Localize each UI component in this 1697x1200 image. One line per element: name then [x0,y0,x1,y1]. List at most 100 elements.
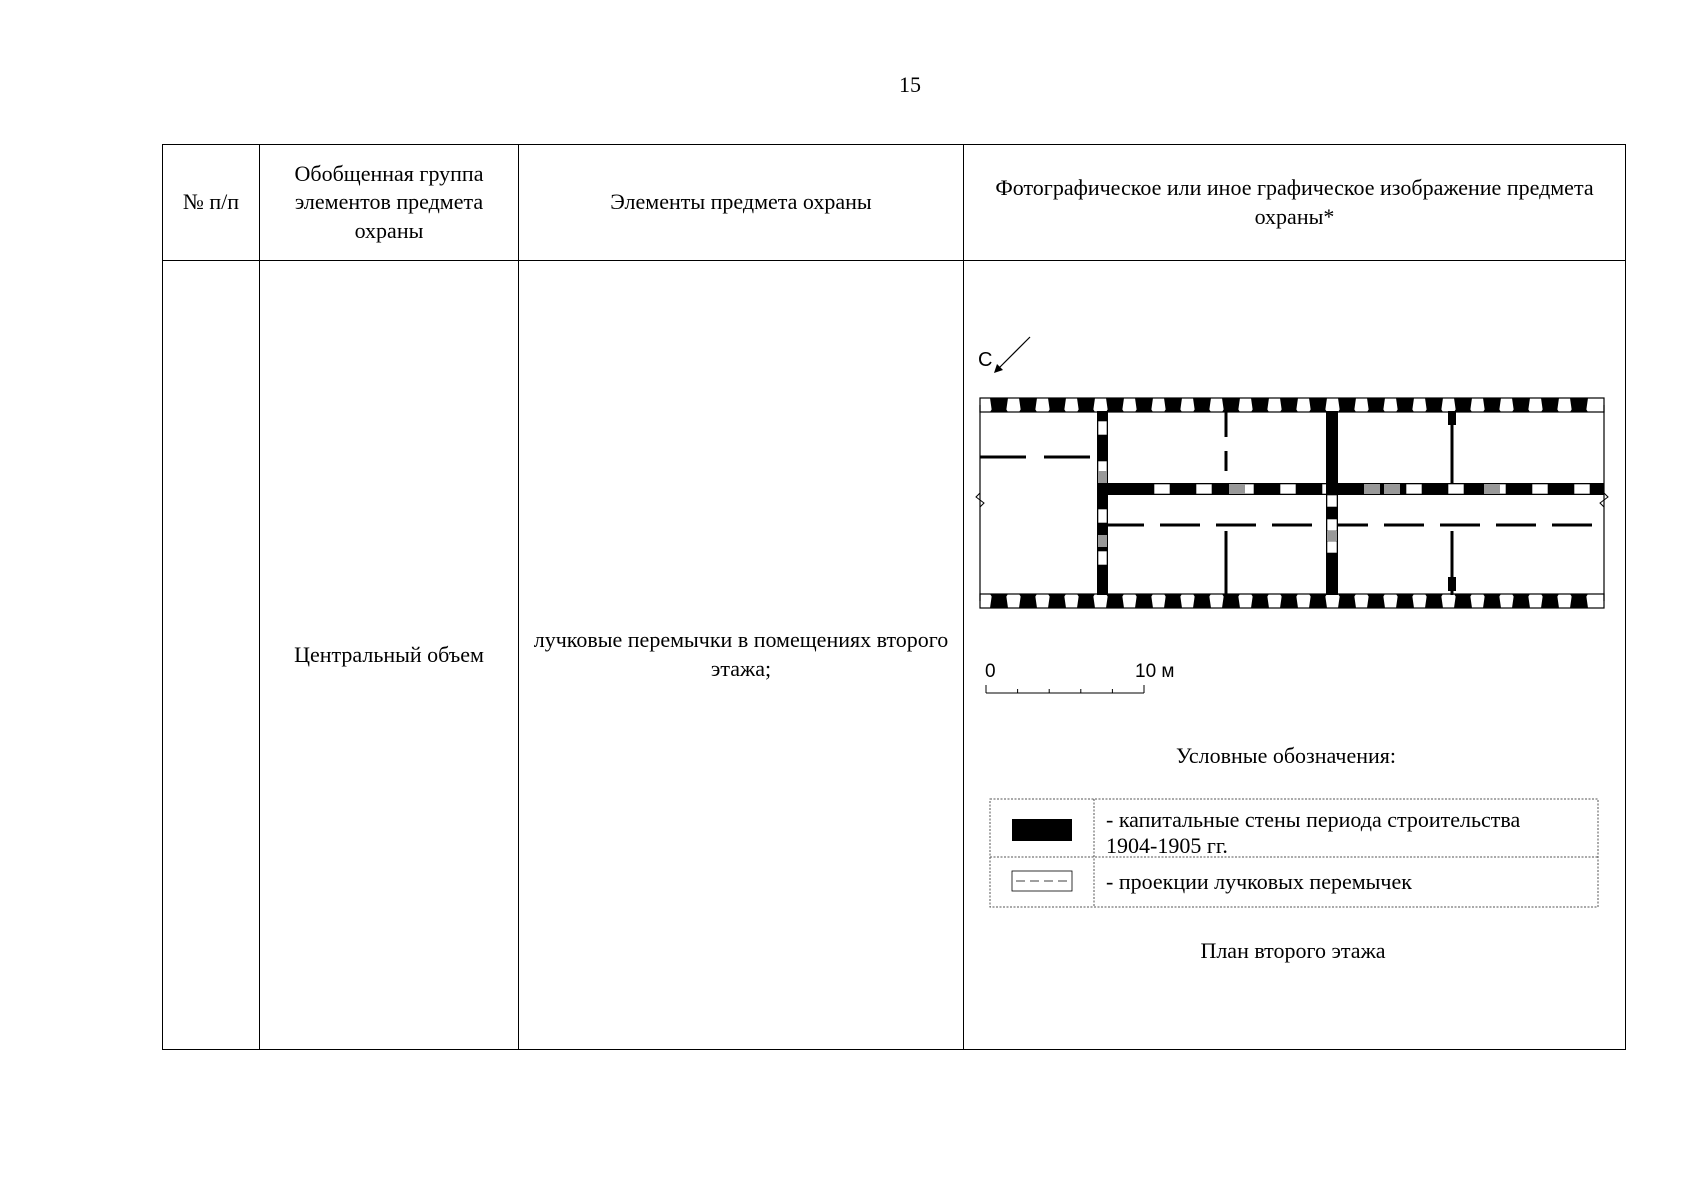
lintel-projection [1326,494,1338,508]
wall-pier [1338,409,1356,412]
wall-hatch [1098,535,1107,547]
wall-pier [1019,398,1037,412]
cell-group: Центральный объем [259,260,519,1050]
table-header-row: № п/п Обобщенная группа элементов предме… [162,144,1626,261]
lintel-projection [1097,420,1108,436]
wall-pier [1454,409,1472,412]
wall-hatch [1098,471,1107,483]
wall-pier [1541,398,1559,412]
north-arrow-icon [994,336,1031,373]
scale-zero-label: 0 [985,661,996,682]
wall-pier [1193,594,1211,608]
wall-pier [1541,594,1559,608]
wall-pier [1135,398,1153,412]
legend-item-1-line2: 1904-1905 гг. [1106,833,1228,858]
lintel-projection [1326,518,1338,532]
wall-pier [1048,409,1066,412]
wall-pier [1280,398,1298,412]
wall-pier [1425,594,1443,608]
header-number: № п/п [162,144,260,261]
wall-pier [1483,409,1501,412]
capital-wall [1102,483,1604,495]
wall-pier [1222,594,1240,608]
wall-pier [1280,594,1298,608]
north-label: С [978,349,992,371]
wall-pier [1512,398,1530,412]
plan-caption: План второго этажа [1200,938,1385,963]
break-mark-west [975,492,985,508]
wall-pier [1019,409,1037,412]
wall-pier [990,409,1008,412]
page-number: 15 [899,72,921,97]
wall-pier [1396,409,1414,412]
legend-table: - капитальные стены периода строительств… [989,798,1599,908]
wall-pier [1048,594,1066,608]
cell-plan-image: С 0 10 м Условные обозначения: [963,260,1626,1050]
header-elements: Элементы предмета охраны [518,144,964,261]
wall-pier [1251,409,1269,412]
lintel-projection [1405,483,1423,495]
lintel-projection [1195,483,1213,495]
wall-pier [1309,398,1327,412]
wall-pier [1570,398,1588,412]
wall-pier [1106,409,1124,412]
table-row: Центральный объем лучковые перемычки в п… [162,260,1626,1050]
wall-hatch [1364,484,1380,494]
partition-wall [1448,411,1456,425]
cell-number [162,260,260,1050]
wall-hatch [1229,484,1245,494]
wall-pier [1135,594,1153,608]
wall-pier [1570,594,1588,608]
legend-item-2-line1: - проекции лучковых перемычек [1106,869,1412,894]
lintel-projection [1097,508,1108,524]
header-group: Обобщенная группа элементов предмета охр… [259,144,519,261]
lintel-projection [1573,483,1591,495]
wall-pier [1512,594,1530,608]
wall-pier [1251,398,1269,412]
wall-pier [1164,594,1182,608]
wall-pier [1193,398,1211,412]
wall-pier [1193,409,1211,412]
wall-hatch [1384,484,1400,494]
wall-pier [1164,398,1182,412]
lintel-projection [1097,550,1108,566]
legend-swatch-capital-walls [1012,819,1072,841]
wall-pier [1280,409,1298,412]
wall-hatch [1484,484,1500,494]
partition-wall [1448,577,1456,591]
wall-hatch [1327,531,1337,541]
lintel-projection [1153,483,1171,495]
wall-pier [1454,398,1472,412]
floor-plan-figure: С 0 10 м Условные обозначения: [975,336,1609,963]
wall-pier [1512,409,1530,412]
header-image: Фотографическое или иное графическое изо… [963,144,1626,261]
wall-pier [1425,398,1443,412]
wall-pier [1338,398,1356,412]
wall-pier [990,398,1008,412]
wall-pier [1309,409,1327,412]
wall-pier [1164,409,1182,412]
wall-pier [1048,398,1066,412]
lintel-projection [1326,540,1338,554]
wall-pier [1309,594,1327,608]
wall-pier [1483,594,1501,608]
wall-pier [1483,398,1501,412]
wall-pier [1019,594,1037,608]
legend-title: Условные обозначения: [1176,743,1396,768]
wall-pier [1367,398,1385,412]
wall-pier [1367,594,1385,608]
wall-pier [1396,594,1414,608]
wall-pier [1338,594,1356,608]
wall-pier [1396,398,1414,412]
lintel-projection [1447,483,1465,495]
lintel-projection [1279,483,1297,495]
lintel-projection [1531,483,1549,495]
legend-swatch-lintels [1011,870,1073,892]
wall-pier [990,594,1008,608]
capital-wall [1097,411,1108,595]
floor-plan-drawing [975,397,1609,609]
wall-pier [1570,409,1588,412]
wall-pier [1135,409,1153,412]
break-mark-east [1599,492,1609,508]
legend-item-1-line1: - капитальные стены периода строительств… [1106,807,1520,832]
